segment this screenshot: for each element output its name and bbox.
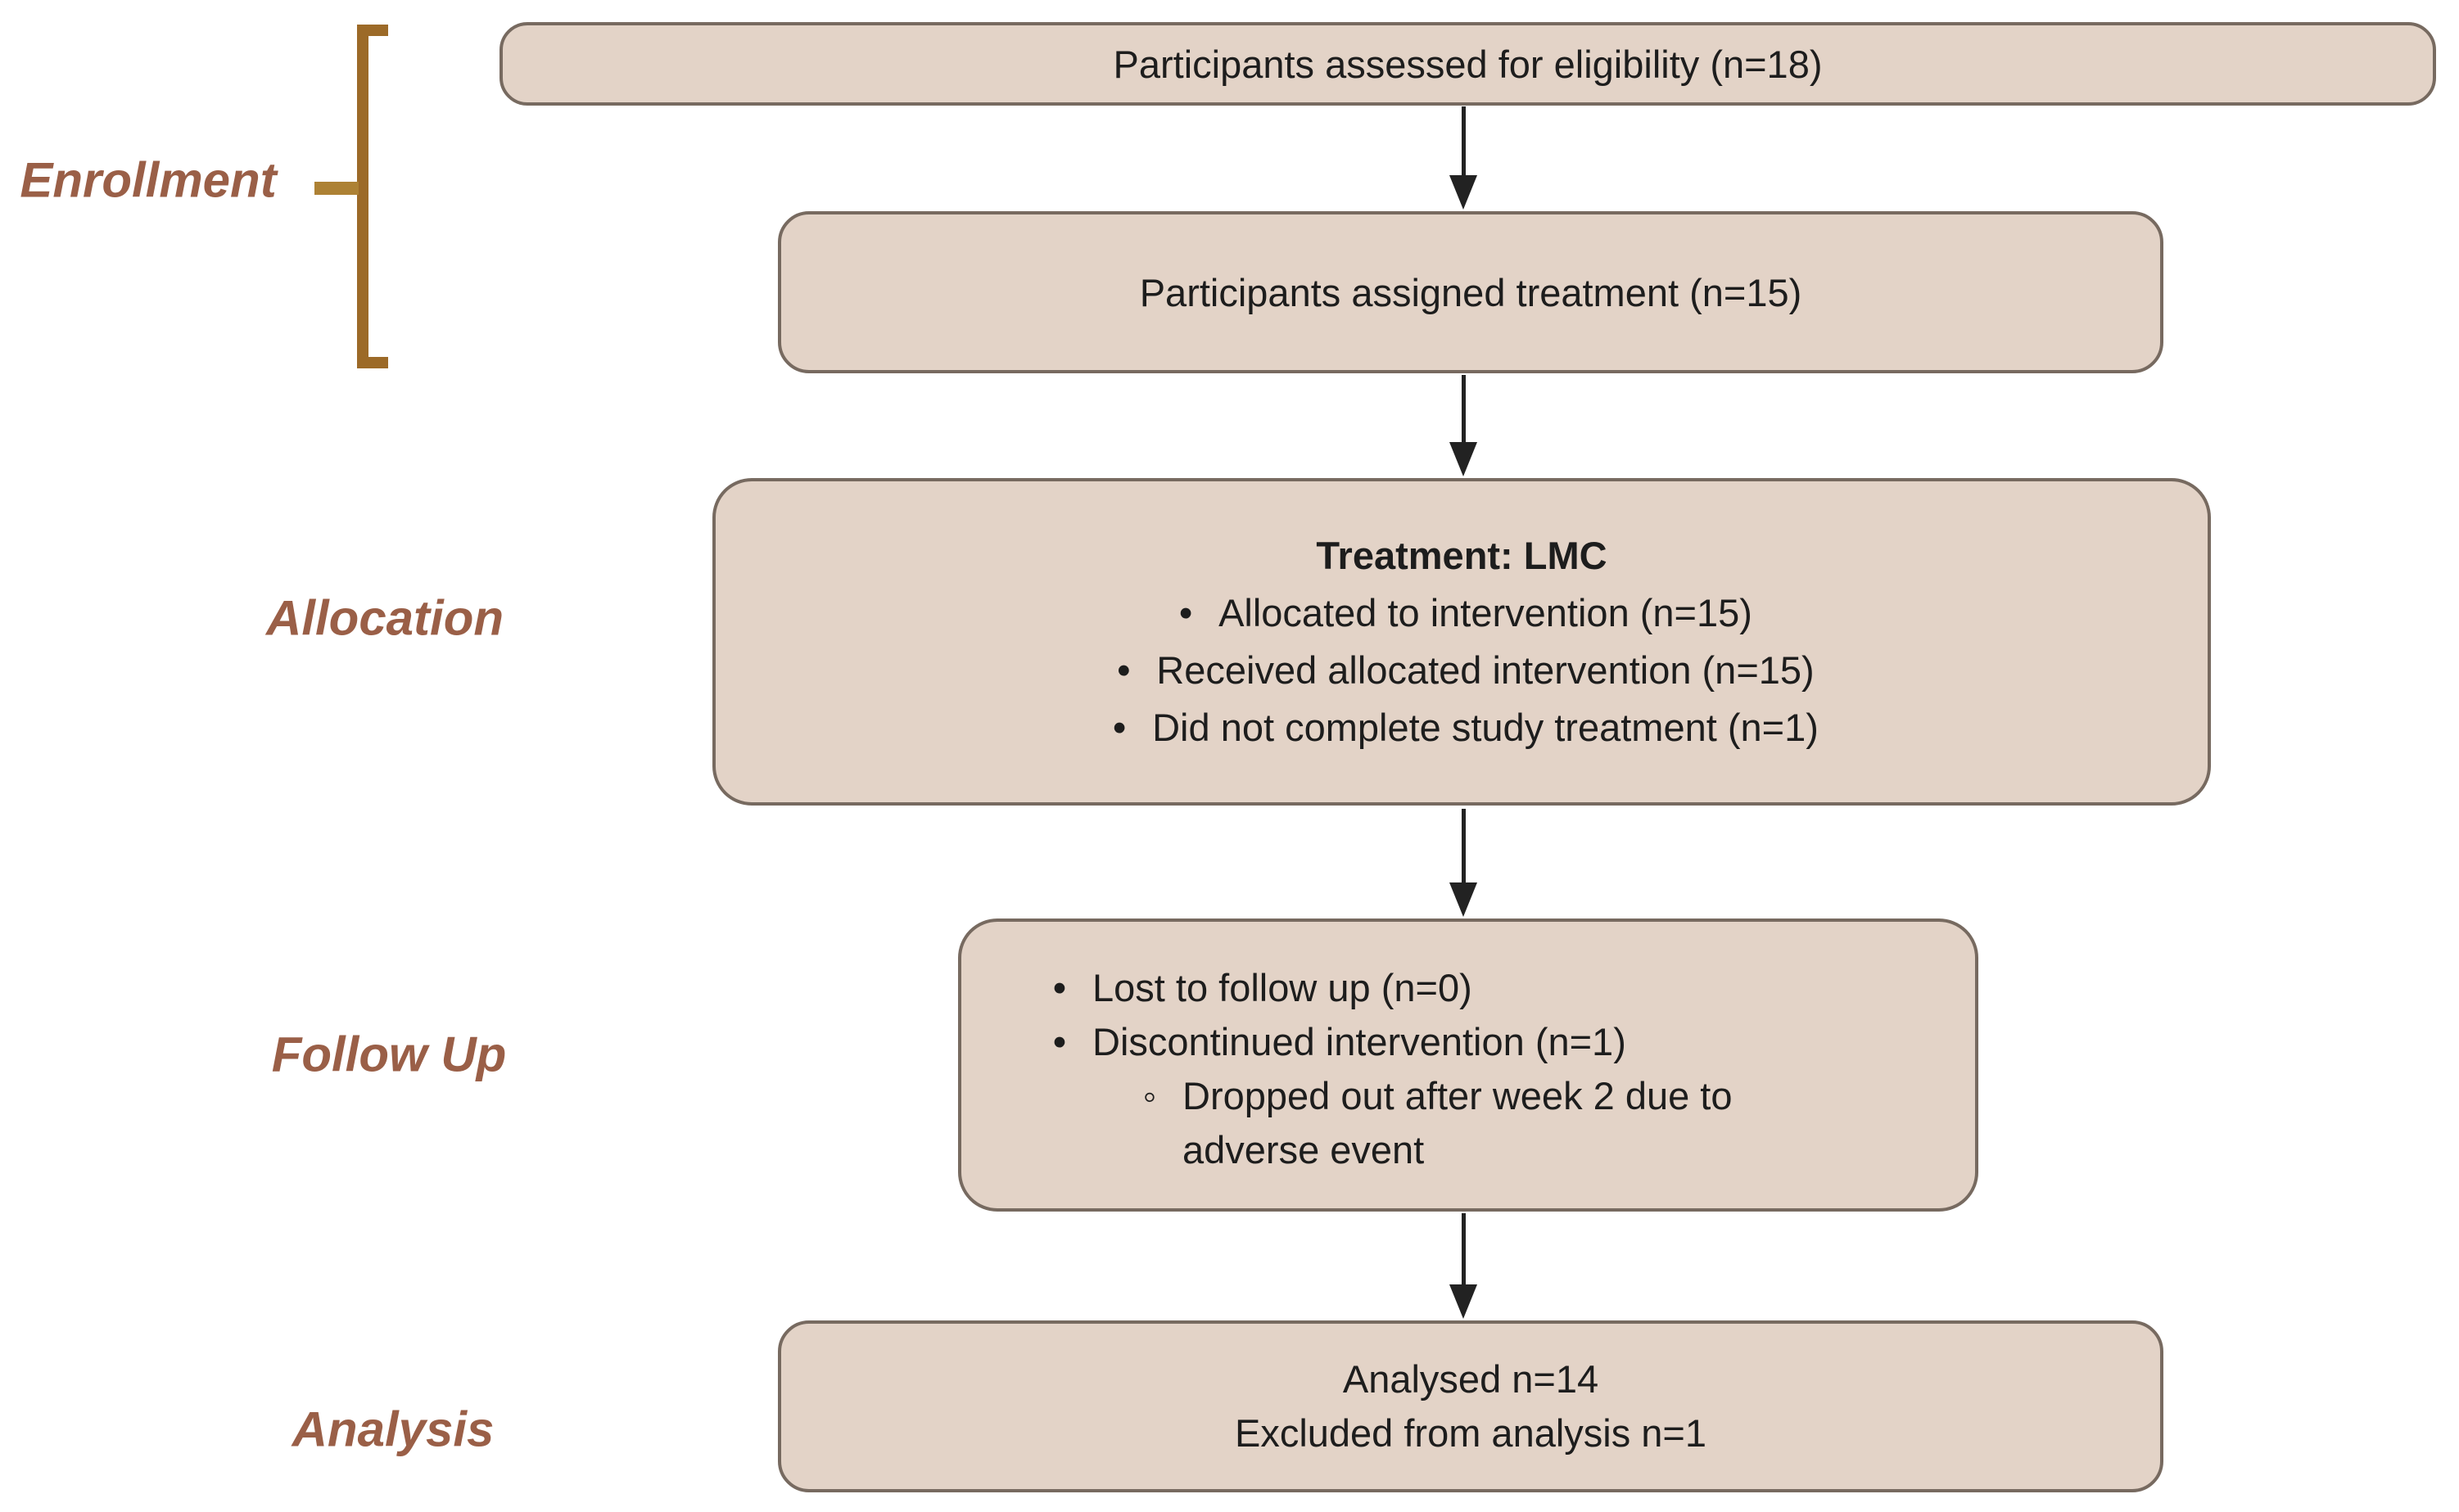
bullet-dot-icon: • xyxy=(1052,1020,1067,1063)
stage-label-follow-up: Follow Up xyxy=(271,1027,507,1082)
bullet-dot-icon: • xyxy=(1112,706,1127,749)
bullet-dot-icon: • xyxy=(1178,591,1193,634)
bullet-dot-icon: • xyxy=(1117,648,1131,692)
stage-label-allocation: Allocation xyxy=(265,590,504,646)
enrollment-bracket-tick xyxy=(314,182,359,195)
follow-up-box: • Lost to follow up (n=0) • Discontinued… xyxy=(958,918,1978,1212)
allocation-bullet-text: Allocated to intervention (n=15) xyxy=(1218,591,1752,634)
treatment-allocation-box: Treatment: LMC • Allocated to interventi… xyxy=(712,478,2211,806)
assigned-treatment-box: Participants assigned treatment (n=15) xyxy=(778,211,2163,373)
arrowhead-icon xyxy=(1449,882,1477,917)
enrollment-bracket xyxy=(357,25,388,368)
eligibility-text: Participants assessed for eligibility (n… xyxy=(1113,42,1823,86)
followup-bullet-text: Lost to follow up (n=0) xyxy=(1092,966,1472,1009)
bullet-circle-icon: ◦ xyxy=(1142,1074,1157,1117)
followup-bullet-text: Discontinued intervention (n=1) xyxy=(1092,1020,1626,1063)
treatment-box-title: Treatment: LMC xyxy=(1316,534,1607,577)
arrow-treatment-to-followup xyxy=(1444,809,1483,917)
arrow-shaft xyxy=(1461,1213,1466,1284)
arrow-eligibility-to-assigned xyxy=(1444,106,1483,210)
arrowhead-icon xyxy=(1449,1284,1477,1319)
allocation-bullet-item: • Received allocated intervention (n=15) xyxy=(716,642,2208,699)
arrow-followup-to-analysis xyxy=(1444,1213,1483,1319)
allocation-bullet-item: • Did not complete study treatment (n=1) xyxy=(716,699,2208,756)
arrow-shaft xyxy=(1461,106,1466,175)
arrowhead-icon xyxy=(1449,175,1477,210)
arrow-shaft xyxy=(1461,375,1466,442)
followup-sub-bullet-text: Dropped out after week 2 due to adverse … xyxy=(1182,1074,1733,1171)
arrow-assigned-to-treatment xyxy=(1444,375,1483,476)
followup-bullet-item: • Lost to follow up (n=0) xyxy=(1045,961,1926,1015)
stage-label-enrollment: Enrollment xyxy=(20,152,277,208)
analysis-box: Analysed n=14 Excluded from analysis n=1 xyxy=(778,1320,2163,1492)
stage-label-analysis: Analysis xyxy=(292,1401,495,1457)
assigned-treatment-text: Participants assigned treatment (n=15) xyxy=(1139,270,1802,314)
allocation-bullet-text: Received allocated intervention (n=15) xyxy=(1156,648,1815,692)
arrowhead-icon xyxy=(1449,442,1477,476)
allocation-bullet-text: Did not complete study treatment (n=1) xyxy=(1152,706,1819,749)
arrow-shaft xyxy=(1461,809,1466,882)
allocation-bullet-item: • Allocated to intervention (n=15) xyxy=(716,584,2208,642)
eligibility-box: Participants assessed for eligibility (n… xyxy=(499,22,2436,106)
analysis-line: Excluded from analysis n=1 xyxy=(1234,1411,1707,1455)
analysis-line: Analysed n=14 xyxy=(1342,1357,1599,1401)
followup-bullet-item: • Discontinued intervention (n=1) xyxy=(1045,1015,1926,1069)
bullet-dot-icon: • xyxy=(1052,966,1067,1009)
followup-sub-bullet-item: ◦ Dropped out after week 2 due to advers… xyxy=(1135,1069,1926,1177)
